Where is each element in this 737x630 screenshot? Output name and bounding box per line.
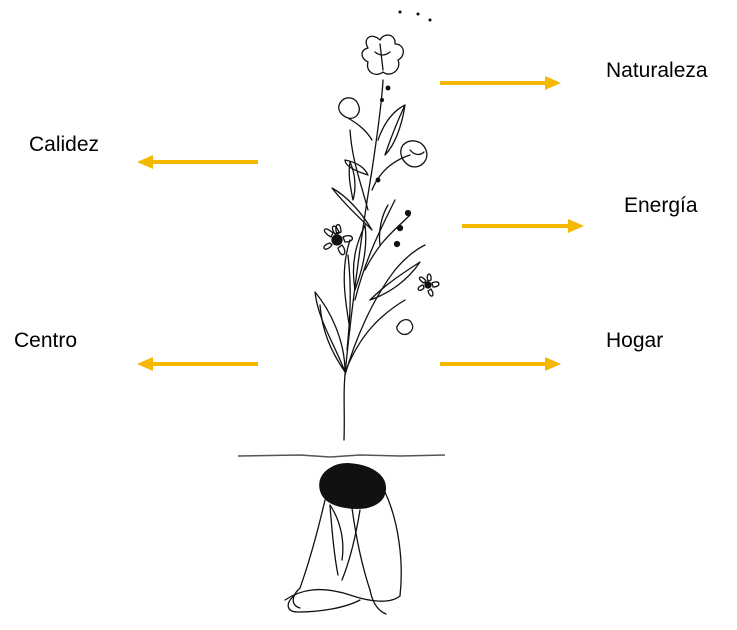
flowering-plant-illustration xyxy=(315,11,439,440)
seated-figure-illustration xyxy=(285,464,401,614)
label-centro: Centro xyxy=(14,329,77,353)
arrow-to-calidez xyxy=(137,155,258,169)
label-hogar: Hogar xyxy=(606,329,663,353)
arrow-to-energia xyxy=(462,219,584,233)
arrow-to-centro xyxy=(137,357,258,371)
label-energia: Energía xyxy=(624,194,698,218)
label-naturaleza: Naturaleza xyxy=(606,59,708,83)
ground-line xyxy=(238,455,445,457)
arrow-to-naturaleza xyxy=(440,76,561,90)
label-calidez: Calidez xyxy=(29,133,99,157)
arrow-to-hogar xyxy=(440,357,561,371)
